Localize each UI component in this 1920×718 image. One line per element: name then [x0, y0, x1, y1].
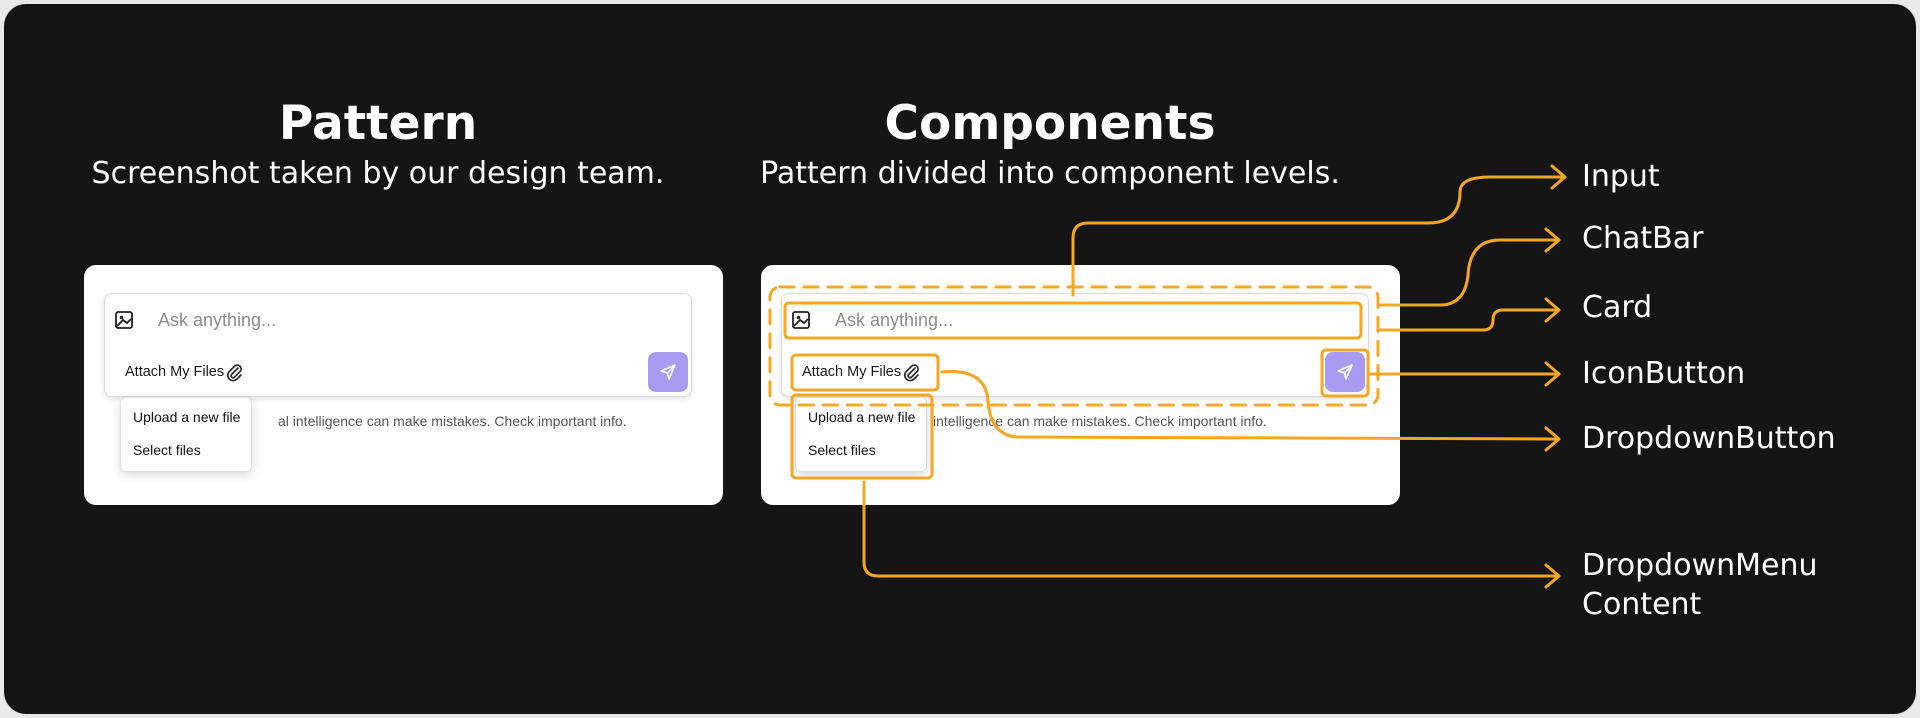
menu-item-upload[interactable]: Upload a new file — [808, 409, 916, 425]
image-icon[interactable] — [791, 310, 811, 330]
label-chatbar: ChatBar — [1582, 221, 1704, 256]
image-icon[interactable] — [114, 310, 134, 330]
components-card: Ask anything... Attach My Files intellig… — [761, 265, 1400, 505]
components-subtitle: Pattern divided into component levels. — [760, 156, 1340, 191]
label-input: Input — [1582, 159, 1660, 194]
pattern-subtitle: Screenshot taken by our design team. — [91, 156, 665, 191]
label-dropdownmenu-line1: DropdownMenu — [1582, 548, 1818, 583]
chat-input-placeholder[interactable]: Ask anything... — [158, 310, 277, 330]
send-button[interactable] — [648, 352, 688, 392]
attach-files-button[interactable]: Attach My Files — [802, 364, 902, 380]
send-icon — [660, 364, 676, 380]
menu-item-select[interactable]: Select files — [808, 442, 876, 458]
paperclip-icon — [226, 364, 242, 382]
paperclip-icon — [903, 364, 919, 382]
pattern-title: Pattern — [278, 96, 478, 151]
attach-files-button[interactable]: Attach My Files — [125, 364, 225, 380]
components-title: Components — [884, 96, 1216, 151]
label-iconbutton: IconButton — [1582, 356, 1746, 391]
dropdown-menu: Upload a new file Select files — [120, 397, 252, 472]
label-card: Card — [1582, 290, 1653, 325]
pattern-card: Ask anything... Attach My Files al intel… — [84, 265, 723, 505]
send-button[interactable] — [1325, 352, 1365, 392]
menu-item-upload[interactable]: Upload a new file — [133, 409, 241, 425]
dropdown-menu: Upload a new file Select files — [795, 397, 927, 472]
menu-item-select[interactable]: Select files — [133, 442, 201, 458]
send-icon — [1337, 364, 1353, 380]
chat-input-placeholder[interactable]: Ask anything... — [835, 310, 954, 330]
chat-bar-components: Ask anything... Attach My Files — [781, 293, 1369, 397]
label-dropdownmenu-line2: Content — [1582, 587, 1702, 622]
disclaimer-text: al intelligence can make mistakes. Check… — [278, 413, 627, 429]
label-dropdownbutton: DropdownButton — [1582, 421, 1836, 456]
disclaimer-text: intelligence can make mistakes. Check im… — [933, 413, 1267, 429]
chat-bar: Ask anything... Attach My Files — [104, 293, 692, 397]
